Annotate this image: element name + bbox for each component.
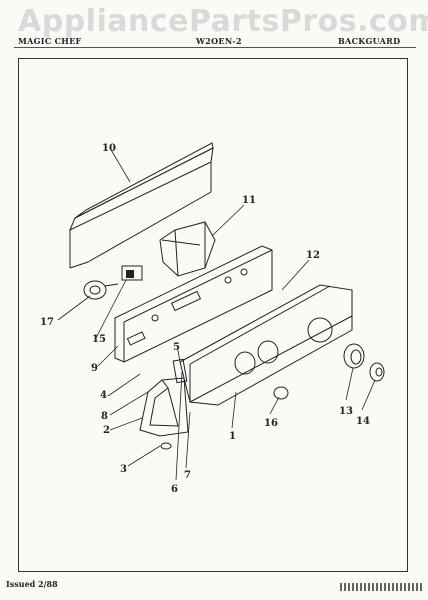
callout-5: 5	[173, 342, 180, 353]
part-timer-bracket	[159, 221, 216, 277]
part-switch-17	[83, 280, 119, 300]
issued-date: Issued 2/88	[6, 579, 58, 589]
watermark: AppliancePartsPros.com	[18, 4, 428, 39]
scan-noise-mark	[340, 583, 424, 591]
callout-11: 11	[242, 195, 256, 206]
part-clip-3	[160, 442, 172, 450]
part-switch-5	[172, 358, 188, 384]
callout-14: 14	[356, 416, 370, 427]
callout-1: 1	[229, 431, 236, 442]
callout-17: 17	[40, 317, 54, 328]
callout-13: 13	[339, 406, 353, 417]
model-number: W2OEN-2	[196, 36, 242, 46]
part-knob-14	[369, 362, 385, 382]
part-backguard-panel	[69, 142, 214, 269]
brand-label: MAGIC CHEF	[18, 36, 82, 46]
callout-6: 6	[171, 484, 178, 495]
callout-2: 2	[103, 425, 110, 436]
callout-7: 7	[184, 470, 191, 481]
callout-12: 12	[306, 250, 320, 261]
callout-16: 16	[264, 418, 278, 429]
part-console-housing	[179, 284, 353, 406]
part-relay-15	[121, 265, 143, 281]
part-knob-13	[343, 343, 365, 369]
callout-4: 4	[100, 390, 107, 401]
callout-8: 8	[101, 411, 108, 422]
leader-lines	[57, 147, 376, 481]
callout-10: 10	[102, 143, 116, 154]
callout-15: 15	[92, 334, 106, 345]
part-control-panel	[114, 245, 273, 363]
header-rule	[14, 47, 416, 48]
callout-9: 9	[91, 363, 98, 374]
diagram-frame	[18, 58, 408, 572]
section-title: BACKGUARD	[338, 36, 401, 46]
callout-3: 3	[120, 464, 127, 475]
